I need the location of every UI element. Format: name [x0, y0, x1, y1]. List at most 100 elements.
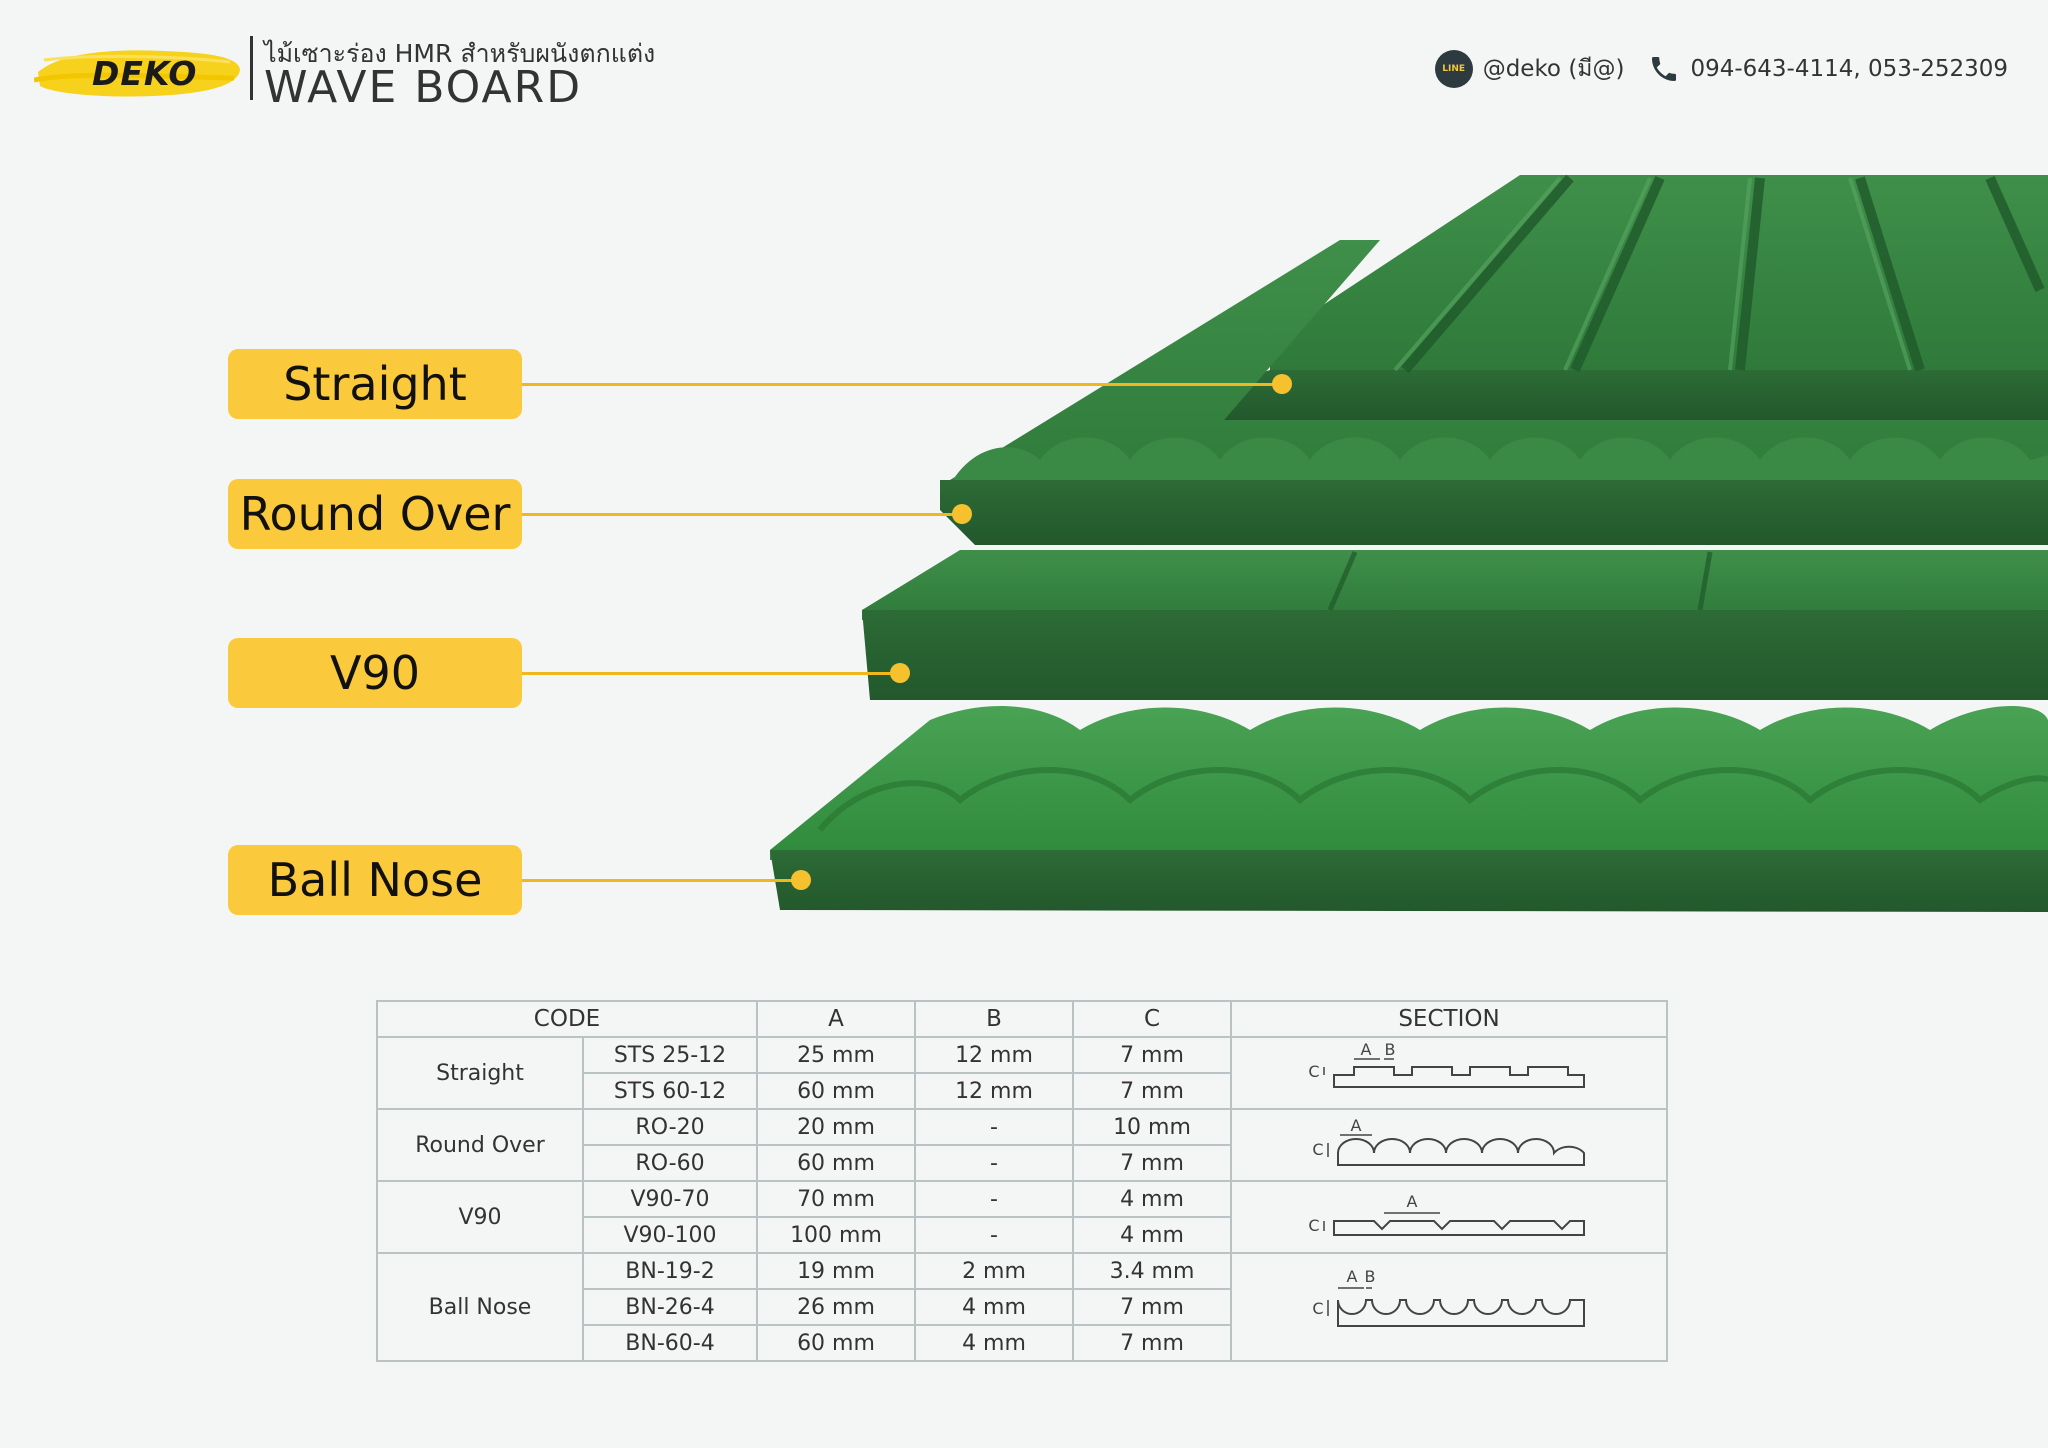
label-round-over-text: Round Over [239, 487, 511, 541]
phone-icon [1652, 57, 1677, 81]
cell-c: 7 mm [1072, 1324, 1232, 1362]
cell-a: 100 mm [756, 1216, 916, 1254]
leader-dot-ball-nose [791, 870, 811, 890]
label-round-over: Round Over [228, 479, 522, 549]
cell-c: 7 mm [1072, 1144, 1232, 1182]
cell-b: 4 mm [914, 1324, 1074, 1362]
brand-name: DEKO [92, 54, 198, 93]
cell-c: 4 mm [1072, 1180, 1232, 1218]
label-ball-nose-text: Ball Nose [267, 853, 483, 907]
cell-c: 7 mm [1072, 1288, 1232, 1326]
label-straight-text: Straight [283, 357, 467, 411]
table-row: Ball Nose BN-19-2 19 mm 2 mm 3.4 mm A B … [376, 1252, 1668, 1362]
leader-line-round-over [522, 513, 962, 516]
dim-a-label: A [1407, 1192, 1418, 1211]
table-row: V90-100 100 mm - 4 mm [377, 1216, 1667, 1254]
cell-code: V90-100 [582, 1216, 758, 1254]
cell-c: 4 mm [1072, 1216, 1232, 1254]
label-straight: Straight [228, 349, 522, 419]
table-row: Straight STS 25-12 25 mm 12 mm 7 mm A B … [376, 1036, 1668, 1110]
table-row: STS 60-12 60 mm 12 mm 7 mm [377, 1072, 1667, 1110]
straight-section-diagram: A B C [1308, 1041, 1585, 1088]
section-round-over: A C [1230, 1108, 1668, 1182]
table-header-row: CODE A B C SECTION [376, 1000, 1668, 1038]
contact-info: LINE @deko (มี@) 094-643-4114, 053-25230… [1434, 50, 2008, 88]
header-section: SECTION [1230, 1000, 1668, 1038]
leader-line-straight [522, 383, 1282, 386]
dim-a-label: A [1351, 1116, 1362, 1135]
line-badge-text: LINE [1442, 64, 1466, 74]
group-name: Round Over [376, 1108, 584, 1182]
cell-c: 7 mm [1072, 1036, 1232, 1074]
table-row: BN-60-4 60 mm 4 mm 7 mm [377, 1324, 1667, 1362]
group-name: Ball Nose [376, 1252, 584, 1362]
cell-code: RO-60 [582, 1144, 758, 1182]
dim-a-label: A [1361, 1041, 1372, 1059]
straight-board [1224, 174, 2048, 420]
dim-b-label: B [1385, 1041, 1396, 1059]
cell-b: - [914, 1216, 1074, 1254]
dim-a-label: A [1347, 1267, 1358, 1286]
cell-b: - [914, 1108, 1074, 1146]
cell-a: 60 mm [756, 1324, 916, 1362]
cell-b: 12 mm [914, 1036, 1074, 1074]
table-row: V90 V90-70 70 mm - 4 mm A C [376, 1180, 1668, 1254]
table-row: RO-60 60 mm - 7 mm [377, 1144, 1667, 1182]
brush-stroke-icon [34, 50, 240, 97]
v90-board [862, 550, 2048, 700]
label-v90: V90 [228, 638, 522, 708]
header-b: B [914, 1000, 1074, 1038]
phone-number[interactable]: 094-643-4114, 053-252309 [1690, 56, 2008, 82]
cell-b: 4 mm [914, 1288, 1074, 1326]
header-c: C [1072, 1000, 1232, 1038]
cell-c: 7 mm [1072, 1072, 1232, 1110]
section-v90: A C [1230, 1180, 1668, 1254]
deko-logo: DEKO [34, 42, 244, 100]
ball-nose-section-diagram: A B C [1312, 1267, 1585, 1327]
leader-line-ball-nose [522, 879, 804, 882]
cell-c: 3.4 mm [1072, 1252, 1232, 1290]
page-title: WAVE BOARD [264, 62, 583, 113]
cell-code: STS 25-12 [582, 1036, 758, 1074]
cell-a: 26 mm [756, 1288, 916, 1326]
dim-b-label: B [1365, 1267, 1376, 1286]
table-row: BN-26-4 26 mm 4 mm 7 mm [377, 1288, 1667, 1326]
cell-a: 70 mm [756, 1180, 916, 1218]
cell-a: 19 mm [756, 1252, 916, 1290]
cell-code: BN-19-2 [582, 1252, 758, 1290]
cell-b: 2 mm [914, 1252, 1074, 1290]
cell-b: 12 mm [914, 1072, 1074, 1110]
cell-a: 20 mm [756, 1108, 916, 1146]
title-divider [250, 36, 253, 100]
cell-code: V90-70 [582, 1180, 758, 1218]
ball-nose-board [770, 706, 2048, 912]
cell-code: BN-26-4 [582, 1288, 758, 1326]
table-row: Round Over RO-20 20 mm - 10 mm A C [376, 1108, 1668, 1182]
dim-c-label: C [1312, 1140, 1323, 1159]
header-code: CODE [376, 1000, 758, 1038]
spec-table: CODE A B C SECTION Straight STS 25-12 25… [376, 1000, 1668, 1362]
group-name: V90 [376, 1180, 584, 1254]
v90-section-diagram: A C [1308, 1192, 1585, 1236]
label-ball-nose: Ball Nose [228, 845, 522, 915]
cell-b: - [914, 1180, 1074, 1218]
leader-dot-straight [1272, 374, 1292, 394]
section-straight: A B C [1230, 1036, 1668, 1110]
dim-c-label: C [1308, 1216, 1319, 1235]
cell-a: 25 mm [756, 1036, 916, 1074]
cell-a: 60 mm [756, 1144, 916, 1182]
section-ball-nose: A B C [1230, 1252, 1668, 1362]
group-name: Straight [376, 1036, 584, 1110]
label-v90-text: V90 [329, 646, 420, 700]
cell-code: STS 60-12 [582, 1072, 758, 1110]
cell-code: RO-20 [582, 1108, 758, 1146]
cell-code: BN-60-4 [582, 1324, 758, 1362]
leader-dot-round-over [952, 504, 972, 524]
line-icon: LINE [1434, 50, 1473, 88]
round-over-section-diagram: A C [1312, 1116, 1585, 1166]
cell-c: 10 mm [1072, 1108, 1232, 1146]
cell-a: 60 mm [756, 1072, 916, 1110]
dim-c-label: C [1312, 1299, 1323, 1318]
wave-board-illustration [770, 174, 2048, 912]
line-id[interactable]: @deko (มี@) [1482, 56, 1625, 82]
